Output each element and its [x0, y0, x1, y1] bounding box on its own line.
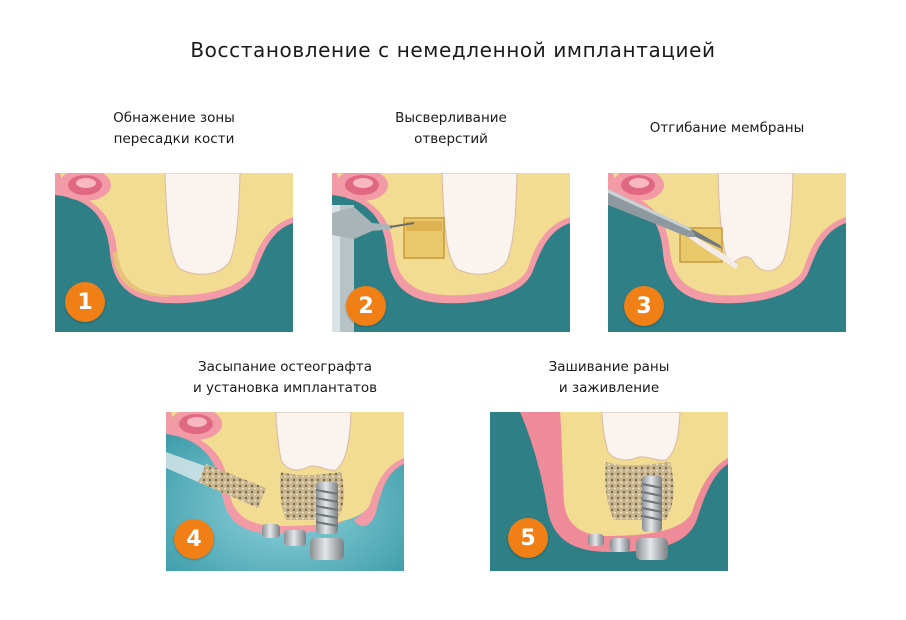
step-1-caption: Обнажение зоны пересадки кости [55, 108, 293, 150]
step-3-caption-line1: Отгибание мембраны [608, 118, 846, 139]
step-3-caption: Отгибание мембраны [608, 118, 846, 139]
page-title: Восстановление с немедленной имплантацие… [0, 38, 906, 62]
step-2-caption: Высверливание отверстий [332, 108, 570, 150]
step-3-number-badge: 3 [624, 286, 664, 326]
step-1-number-badge: 1 [65, 282, 105, 322]
step-2-caption-line2: отверстий [332, 129, 570, 150]
step-5-number-badge: 5 [508, 518, 548, 558]
step-1-caption-line2: пересадки кости [55, 129, 293, 150]
step-4-caption-line1: Засыпание остеографта [150, 357, 420, 378]
step-5-caption: Зашивание раны и заживление [490, 357, 728, 399]
step-2-illustration: 2 [332, 173, 570, 332]
step-2-number-badge: 2 [346, 286, 386, 326]
step-4-illustration: 4 [166, 412, 404, 571]
step-1-illustration: 1 [55, 173, 293, 332]
step-3-illustration: 3 [608, 173, 846, 332]
step-5-illustration: 5 [490, 412, 728, 571]
step-4-caption: Засыпание остеографта и установка имплан… [150, 357, 420, 399]
step-5-caption-line1: Зашивание раны [490, 357, 728, 378]
step-1-caption-line1: Обнажение зоны [55, 108, 293, 129]
step-4-caption-line2: и установка имплантатов [150, 378, 420, 399]
step-4-number-badge: 4 [174, 519, 214, 559]
step-5-caption-line2: и заживление [490, 378, 728, 399]
step-2-caption-line1: Высверливание [332, 108, 570, 129]
